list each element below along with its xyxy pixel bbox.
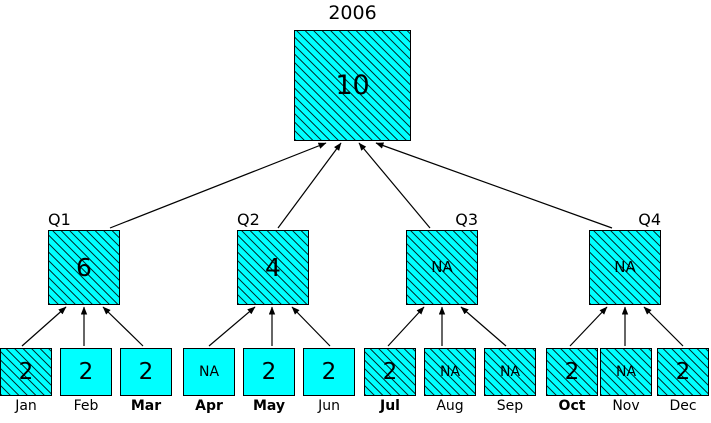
node-dec[interactable]: 2: [657, 348, 709, 396]
node-value-oct: 2: [564, 358, 580, 385]
node-q4[interactable]: NA: [589, 230, 661, 305]
quarter-label-q3: Q3: [455, 210, 478, 229]
edge-sep-to-q3: [460, 306, 507, 347]
quarter-label-q4: Q4: [638, 210, 661, 229]
node-may[interactable]: 2: [243, 348, 295, 396]
edge-oct-to-q4: [569, 306, 608, 347]
month-label-may: May: [252, 398, 286, 414]
edge-q4-to-2006: [375, 142, 613, 229]
node-value-apr: NA: [198, 364, 220, 380]
quarter-label-q1: Q1: [48, 210, 71, 229]
month-label-dec: Dec: [669, 398, 697, 414]
node-value-dec: 2: [675, 358, 691, 385]
node-mar[interactable]: 2: [120, 348, 172, 396]
node-value-jul: 2: [382, 358, 398, 385]
node-value-q4: NA: [614, 258, 636, 276]
node-apr[interactable]: NA: [183, 348, 235, 396]
node-value-aug: NA: [439, 364, 461, 380]
node-q2[interactable]: 4: [237, 230, 309, 305]
node-q3[interactable]: NA: [406, 230, 478, 305]
month-label-nov: Nov: [612, 398, 640, 414]
month-label-apr: Apr: [195, 398, 223, 414]
edge-jun-to-q2: [291, 306, 331, 347]
node-q1[interactable]: 6: [48, 230, 120, 305]
node-value-q2: 4: [265, 253, 281, 282]
edge-q1-to-2006: [109, 142, 327, 229]
month-label-mar: Mar: [130, 398, 162, 414]
node-jun[interactable]: 2: [303, 348, 355, 396]
edge-mar-to-q1: [102, 306, 144, 347]
node-sep[interactable]: NA: [484, 348, 536, 396]
node-value-q1: 6: [76, 253, 92, 282]
month-label-feb: Feb: [73, 398, 99, 414]
node-value-may: 2: [261, 358, 277, 385]
edge-apr-to-q2: [208, 306, 256, 347]
node-value-mar: 2: [138, 358, 154, 385]
node-2006[interactable]: 10: [294, 30, 411, 141]
node-value-nov: NA: [615, 364, 637, 380]
node-jul[interactable]: 2: [364, 348, 416, 396]
node-oct[interactable]: 2: [546, 348, 598, 396]
month-label-jun: Jun: [318, 398, 340, 414]
month-label-oct: Oct: [558, 398, 586, 414]
node-nov[interactable]: NA: [600, 348, 652, 396]
node-value-2006: 10: [335, 70, 370, 101]
quarter-label-q2: Q2: [237, 210, 260, 229]
node-value-sep: NA: [499, 364, 521, 380]
node-value-q3: NA: [431, 258, 453, 276]
edges: [21, 142, 684, 347]
node-feb[interactable]: 2: [60, 348, 112, 396]
node-aug[interactable]: NA: [424, 348, 476, 396]
node-value-feb: 2: [78, 358, 94, 385]
edge-dec-to-q4: [643, 306, 684, 347]
edge-jul-to-q3: [387, 306, 425, 347]
edge-q3-to-2006: [358, 142, 431, 229]
node-value-jan: 2: [18, 358, 34, 385]
month-label-jul: Jul: [380, 398, 400, 414]
month-label-jan: Jan: [15, 398, 37, 414]
node-jan[interactable]: 2: [0, 348, 52, 396]
diagram-title: 2006: [328, 2, 377, 24]
month-label-sep: Sep: [496, 398, 524, 414]
edge-jan-to-q1: [21, 306, 67, 347]
edge-q2-to-2006: [277, 142, 342, 229]
node-value-jun: 2: [321, 358, 337, 385]
month-label-aug: Aug: [436, 398, 464, 414]
